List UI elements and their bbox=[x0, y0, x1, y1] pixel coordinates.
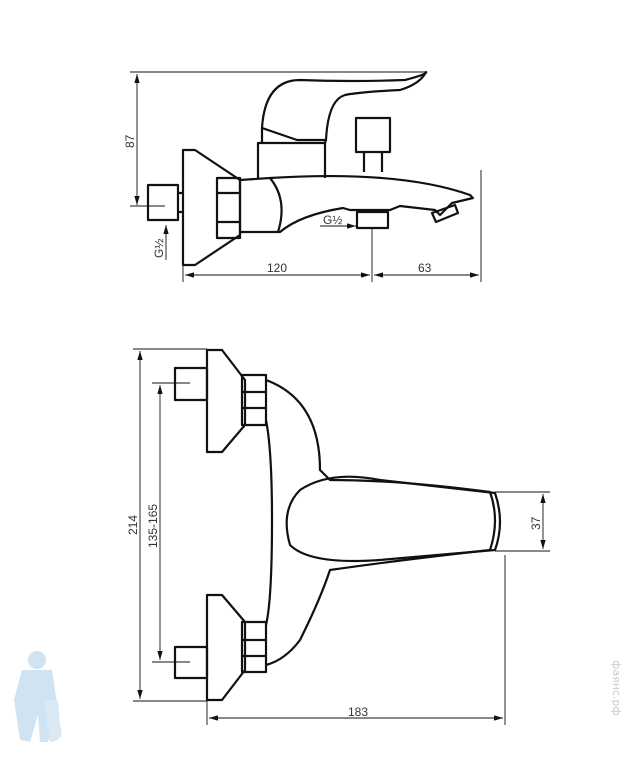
dim-height-87: 87 bbox=[123, 134, 137, 148]
dim-depth-183: 183 bbox=[348, 705, 368, 719]
watermark-text: фаянс.рф bbox=[610, 660, 623, 716]
dim-length-63: 63 bbox=[418, 261, 432, 275]
dim-lever-37: 37 bbox=[529, 516, 543, 530]
dim-height-214: 214 bbox=[126, 515, 140, 535]
dim-thread-bottom: G½ bbox=[323, 213, 342, 227]
dim-center-distance: 135-165 bbox=[146, 504, 160, 548]
side-view: 87 G½ G½ 120 63 bbox=[123, 70, 482, 282]
top-view: 214 135-165 37 183 bbox=[126, 348, 550, 725]
dim-thread-left: G½ bbox=[152, 239, 166, 258]
plumber-logo bbox=[14, 651, 62, 742]
dim-length-120: 120 bbox=[267, 261, 287, 275]
